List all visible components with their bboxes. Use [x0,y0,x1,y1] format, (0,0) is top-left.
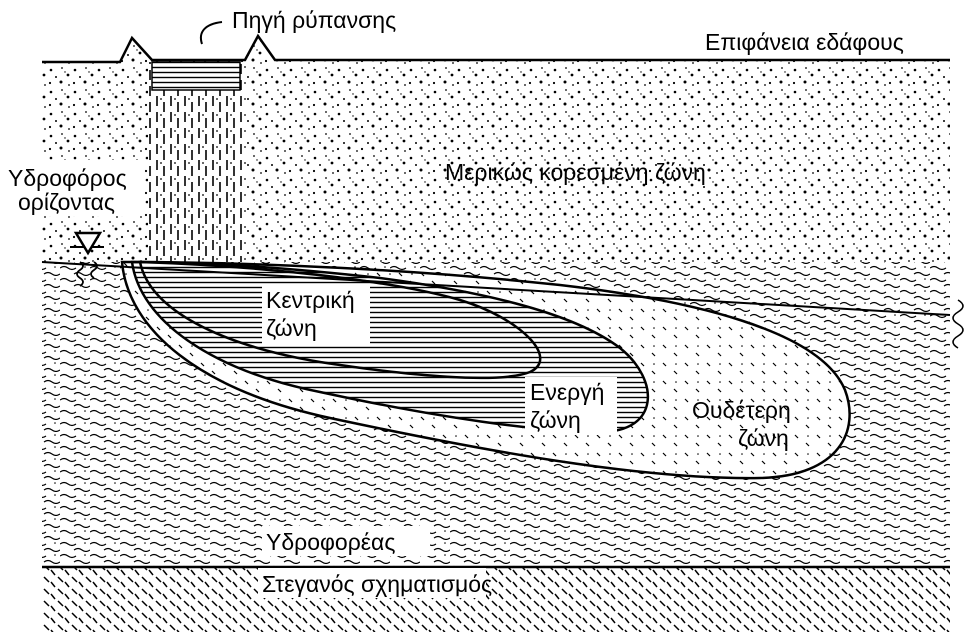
pollution-source-label: Πηγή ρύπανσης [232,7,396,33]
impermeable-layer-label: Στεγανός σχηματισμός [262,571,492,597]
central-zone-label-line2: ζώνη [266,315,317,341]
water-table-label-line2: ορίζοντας [18,189,115,215]
impermeable-layer-area [42,567,950,632]
water-table-label-line1: Υδροφόρος [8,165,127,191]
neutral-zone-label-line1: Ουδέτερη [692,397,791,423]
active-zone-label-line2: ζώνη [530,407,581,433]
active-zone-label-line1: Ενεργή [530,379,604,405]
pollution-source-pointer [201,22,222,44]
infiltration-column [148,62,246,262]
neutral-zone-label-line2: ζώνη [738,425,789,451]
central-zone-label-line1: Κεντρική [266,287,355,313]
unsaturated-zone-label: Μερικώς κορεσμένη ζώνη [445,159,706,185]
ground-surface-label: Επιφάνεια εδάφους [705,29,904,55]
aquifer-label: Υδροφορέας [266,529,395,555]
right-edge-squiggle [953,300,963,348]
pollution-source-pit [152,62,240,90]
